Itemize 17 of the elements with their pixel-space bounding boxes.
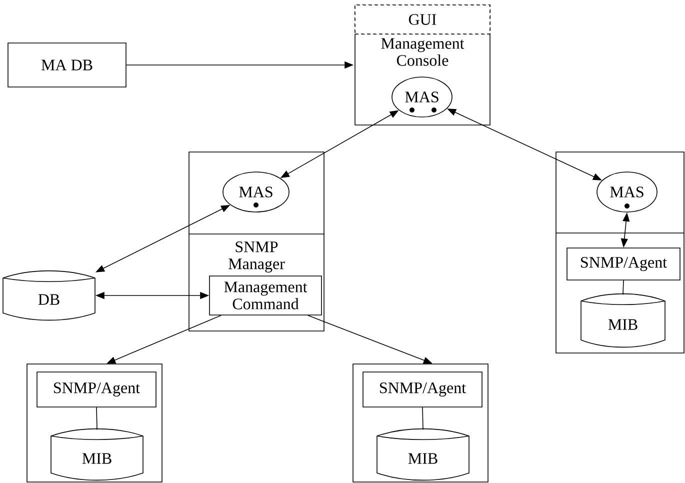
agent-host-box xyxy=(26,364,162,482)
agent-box: SNMP/Agent xyxy=(362,372,482,408)
gui-band: GUI xyxy=(354,4,490,34)
command-box: Management Command xyxy=(209,276,322,316)
node-label: Management Console xyxy=(381,38,464,66)
mib-cylinder: MIB xyxy=(376,428,470,481)
agent-box: SNMP/Agent xyxy=(566,248,680,280)
agent-host-box xyxy=(352,364,488,482)
agent-box: SNMP/Agent xyxy=(36,372,156,408)
connector-line xyxy=(96,407,98,430)
mib-cylinder: MIB xyxy=(580,293,666,348)
database-cylinder: DB xyxy=(2,270,96,321)
mib-cylinder: MIB xyxy=(50,428,144,481)
connector-line xyxy=(422,407,424,430)
connector-line xyxy=(622,280,624,295)
agent-host-box xyxy=(556,152,684,354)
process-box: MA DB xyxy=(8,42,126,88)
